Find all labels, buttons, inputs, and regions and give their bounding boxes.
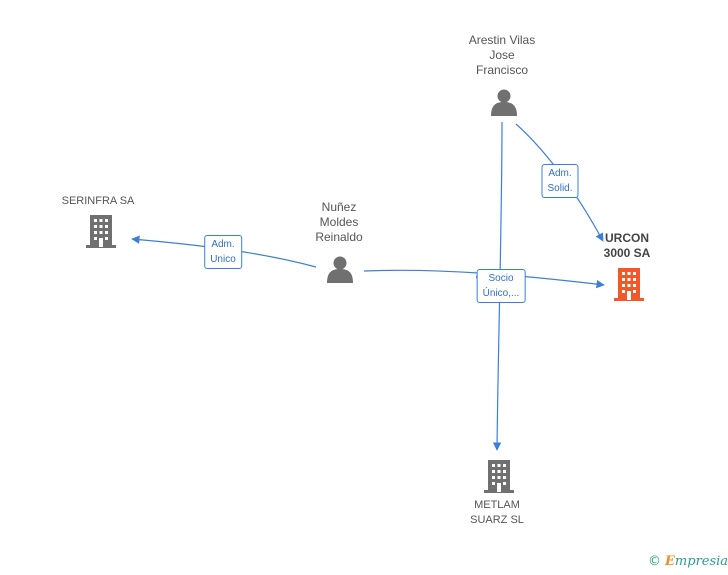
building-icon-metlam[interactable] [484, 460, 514, 493]
node-label-arestin[interactable]: Arestin Vilas Jose Francisco [468, 33, 536, 77]
edge-label-socio-unico[interactable]: Socio Único,... [476, 269, 526, 303]
brand-initial: E [665, 554, 675, 569]
node-label-urcon[interactable]: URCON 3000 SA [603, 231, 651, 260]
brand-name: mpresia [674, 554, 728, 569]
copyright-icon: © [648, 554, 661, 569]
building-icon-serinfra[interactable] [86, 215, 116, 248]
building-icon-urcon[interactable] [614, 268, 644, 301]
node-label-serinfra[interactable]: SERINFRA SA [61, 195, 135, 207]
person-icon-nunez[interactable] [327, 256, 353, 284]
person-icon-arestin[interactable] [491, 89, 517, 117]
edge-label-adm-unico[interactable]: Adm. Unico [204, 235, 242, 269]
empresia-logo[interactable]: © Empresia [648, 554, 728, 569]
node-label-nunez[interactable]: Nuñez Moldes Reinaldo [315, 200, 363, 244]
node-label-metlam[interactable]: METLAM SUARZ SL [470, 499, 524, 526]
edge-label-adm-solid[interactable]: Adm. Solid. [541, 164, 579, 198]
